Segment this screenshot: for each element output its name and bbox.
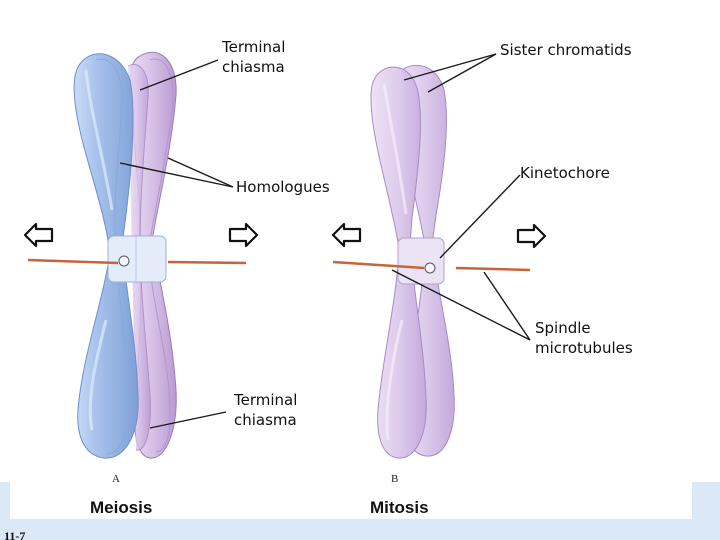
leader-kinetochore bbox=[439, 174, 521, 259]
panel-a-letter: A bbox=[112, 473, 120, 485]
label-terminal-chiasma-top-line2: chiasma bbox=[222, 58, 285, 76]
label-spindle-line1: Spindle bbox=[535, 319, 591, 337]
label-terminal-chiasma-top-line1: Terminal bbox=[221, 38, 285, 56]
mitosis-kinetochore bbox=[424, 262, 436, 274]
blue-homologue bbox=[73, 53, 139, 459]
meiosis-centromere bbox=[107, 235, 167, 283]
panel-a-title: Meiosis bbox=[90, 498, 152, 517]
meiosis-panel: Terminal chiasma Homologues Terminal chi… bbox=[23, 38, 330, 517]
label-terminal-chiasma-bottom-line2: chiasma bbox=[234, 411, 297, 429]
meiosis-right-arrow-icon bbox=[228, 222, 259, 248]
meiosis-microtubule-right bbox=[167, 260, 247, 265]
label-spindle-line2: microtubules bbox=[535, 339, 633, 357]
mitosis-panel: Sister chromatids Kinetochore Spindle mi… bbox=[331, 41, 633, 517]
meiosis-left-arrow-icon bbox=[23, 222, 54, 248]
leader-terminal-chiasma-bottom bbox=[149, 411, 227, 429]
panel-b-title: Mitosis bbox=[370, 498, 429, 517]
leader-homologues-violet bbox=[167, 157, 234, 188]
mitosis-microtubule-left bbox=[332, 260, 425, 270]
leader-spindle-right bbox=[483, 271, 531, 341]
leader-terminal-chiasma-top bbox=[139, 59, 219, 91]
leader-spindle-left bbox=[391, 269, 531, 341]
label-homologues: Homologues bbox=[236, 178, 330, 196]
panel-b-letter: B bbox=[391, 473, 398, 485]
mitosis-microtubule-right bbox=[455, 266, 531, 272]
meiosis-microtubule-left bbox=[27, 258, 119, 265]
label-sister-chromatids: Sister chromatids bbox=[500, 41, 632, 59]
figure-number: 11-7 bbox=[4, 529, 25, 540]
label-terminal-chiasma-bottom-line1: Terminal bbox=[233, 391, 297, 409]
mitosis-left-arrow-icon bbox=[331, 222, 362, 248]
mitosis-right-arrow-icon bbox=[516, 223, 547, 249]
leader-sister-chromatids-1 bbox=[403, 53, 497, 81]
meiosis-kinetochore bbox=[118, 255, 130, 267]
label-kinetochore: Kinetochore bbox=[520, 164, 610, 182]
leader-homologues-blue bbox=[119, 162, 234, 188]
leader-sister-chromatids-2 bbox=[427, 53, 497, 93]
